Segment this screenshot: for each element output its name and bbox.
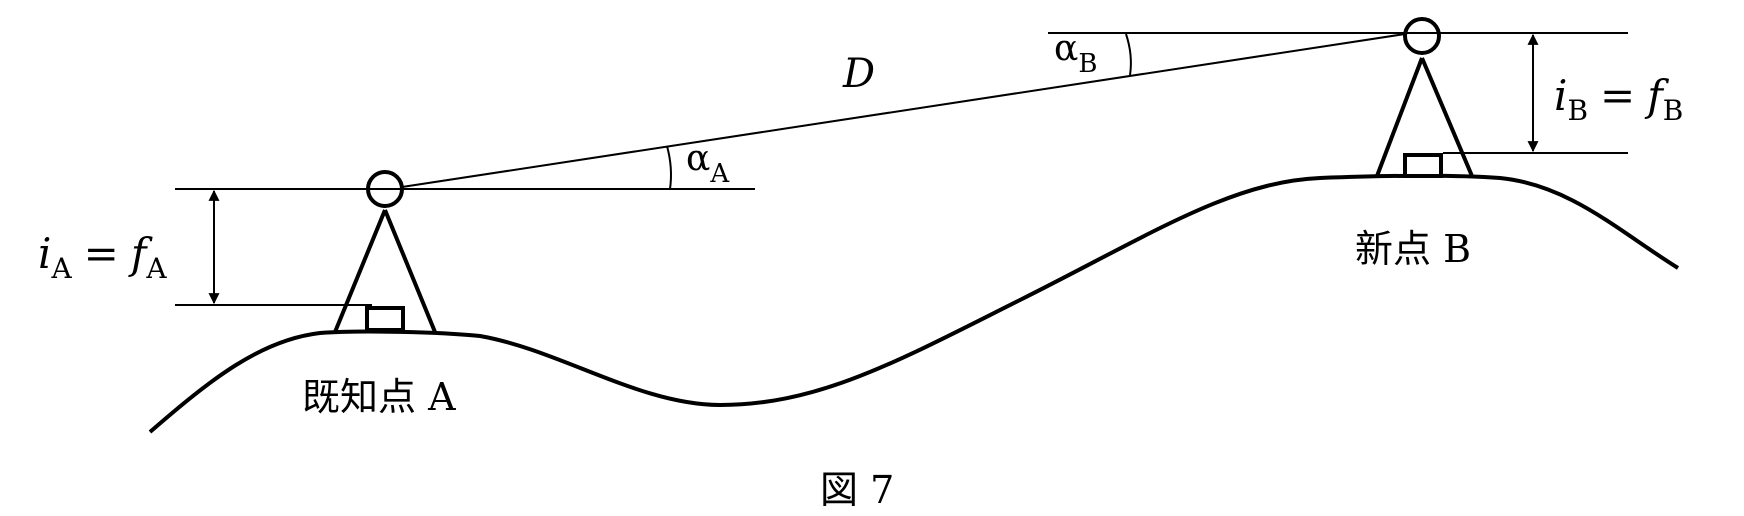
angle-b-label: αB (1054, 28, 1097, 79)
angle-a-label: αA (686, 138, 730, 189)
instrument-a (333, 170, 437, 333)
distance-label: D (842, 51, 875, 97)
height-a-equation: iA=fA (38, 229, 167, 285)
angle-arc-b (1125, 33, 1132, 76)
benchmark-b-box (1403, 153, 1443, 178)
benchmark-a-box (365, 306, 405, 332)
angle-arc-a (666, 145, 672, 190)
sight-line-d (401, 33, 1406, 188)
height-b-equation: iB=fB (1554, 71, 1683, 127)
point-a-label: 既知点 A (302, 375, 456, 419)
point-b-label: 新点 B (1355, 227, 1471, 271)
instrument-b-circle (1403, 17, 1441, 55)
figure-caption: 図 7 (820, 468, 894, 512)
instrument-b (1375, 17, 1474, 178)
terrain-ground-line (148, 173, 1680, 434)
